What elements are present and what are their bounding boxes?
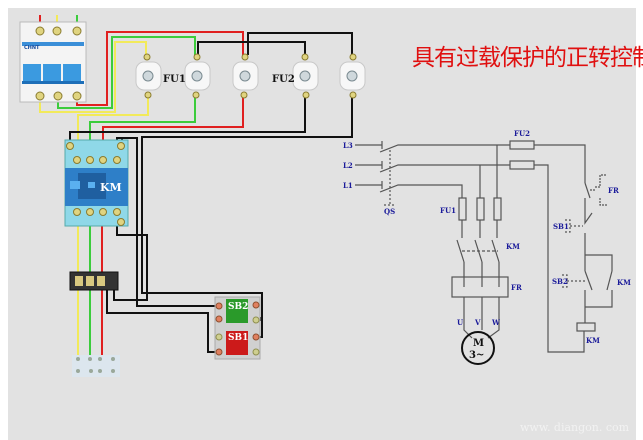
label-sb2: SB2	[552, 277, 568, 286]
wire-yellow-fu-km	[77, 95, 149, 355]
label-u: U	[457, 318, 463, 327]
label-sb1: SB1	[553, 222, 569, 231]
wire-black-km-fr	[113, 225, 148, 301]
label-l1: L1	[343, 181, 353, 190]
label-km-coil: KM	[586, 336, 600, 345]
label-l3: L3	[343, 141, 353, 150]
wire-black-fu2-sb	[141, 95, 353, 319]
schematic-labels: L3 L2 L1 QS FU2 FU1 KM FR U V W M 3~ FR …	[343, 129, 631, 361]
wire-black-fu2a	[197, 41, 306, 55]
watermark: www. diangon. com	[520, 421, 630, 434]
label-km-main: KM	[506, 242, 520, 251]
label-v: V	[474, 318, 481, 327]
wire-green-breaker-fu	[57, 36, 196, 109]
sb1-label: SB1	[228, 333, 248, 343]
wire-red-breaker-fu	[76, 31, 244, 106]
wire-black-fu2-coil	[69, 95, 306, 145]
motor-m: M	[473, 338, 484, 349]
motor-phase: 3~	[469, 350, 484, 361]
label-w: W	[491, 318, 500, 327]
wire-green-fu-km	[89, 95, 196, 355]
fu1-label: FU1	[163, 74, 186, 85]
label-km-aux: KM	[617, 278, 631, 287]
terminal-block	[72, 355, 120, 377]
fuses: FU1 FU2	[135, 53, 366, 99]
circuit-breaker[interactable]: CHNT	[19, 21, 87, 103]
wire-black-fu2b	[247, 32, 353, 55]
label-fu1: FU1	[440, 206, 456, 215]
thermal-relay-fr[interactable]	[69, 271, 119, 291]
contactor-km[interactable]: KM	[64, 139, 129, 227]
label-fr-contact: FR	[608, 186, 619, 195]
breaker-brand: CHNT	[24, 45, 40, 51]
fu2-label: FU2	[272, 74, 295, 85]
label-qs: QS	[384, 207, 395, 216]
sb2-label: SB2	[228, 302, 248, 312]
button-box: SB2 SB1	[214, 296, 261, 360]
label-fr-main: FR	[511, 283, 522, 292]
wire-black-km-aux	[116, 137, 222, 307]
schematic	[355, 140, 613, 365]
wire-black-fr-sb1	[106, 290, 218, 353]
wire-yellow-breaker-fu	[39, 41, 147, 113]
label-fu2: FU2	[514, 129, 530, 138]
start-button-sb2[interactable]: SB2	[226, 299, 248, 323]
page-title: 具有过载保护的正转控制	[412, 45, 643, 71]
label-l2: L2	[343, 161, 353, 170]
stop-button-sb1[interactable]: SB1	[226, 331, 248, 355]
contactor-label: KM	[100, 181, 122, 194]
